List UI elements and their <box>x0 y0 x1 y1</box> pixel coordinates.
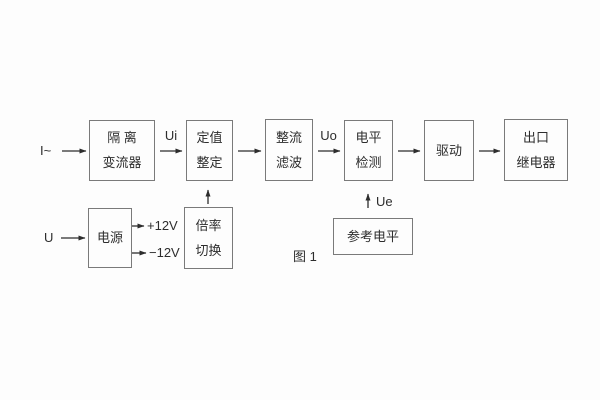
block-label: 整定 <box>196 155 223 170</box>
block-label: 参考电平 <box>346 228 399 244</box>
block-label: 继电器 <box>516 154 556 170</box>
block-label: 电源 <box>96 230 123 245</box>
block-ratio-switch: 倍率 切换 <box>184 207 233 269</box>
signal-ue-label: Ue <box>376 194 393 209</box>
block-label: 电平 <box>355 130 382 145</box>
voltage-input-label: U <box>44 230 54 245</box>
block-setpoint-adjust: 定值 整定 <box>186 120 233 181</box>
block-label: 整流 <box>275 129 302 145</box>
signal-ui-label: Ui <box>164 128 178 143</box>
block-label: 定值 <box>196 130 223 145</box>
positive-rail-label: +12V <box>147 218 178 233</box>
block-label: 切换 <box>195 242 222 258</box>
block-label: 驱动 <box>435 142 462 158</box>
block-isolation-transformer: 隔 离 变流器 <box>89 120 155 181</box>
block-label: 隔 离 <box>107 130 137 145</box>
figure-caption: 图 1 <box>293 249 317 264</box>
block-label: 变流器 <box>102 155 142 170</box>
current-input-label: I~ <box>40 143 52 158</box>
block-label: 检测 <box>355 155 382 170</box>
block-label: 倍率 <box>195 217 222 233</box>
signal-uo-label: Uo <box>320 128 337 143</box>
negative-rail-label: −12V <box>149 245 180 260</box>
block-label: 出口 <box>522 129 549 145</box>
block-level-detect: 电平 检测 <box>344 120 393 181</box>
block-power-supply: 电源 <box>88 208 132 268</box>
block-drive: 驱动 <box>424 120 474 181</box>
block-label: 滤波 <box>275 154 302 170</box>
block-reference-level: 参考电平 <box>333 218 413 255</box>
block-output-relay: 出口 继电器 <box>504 119 568 181</box>
block-rectify-filter: 整流 滤波 <box>265 119 313 181</box>
